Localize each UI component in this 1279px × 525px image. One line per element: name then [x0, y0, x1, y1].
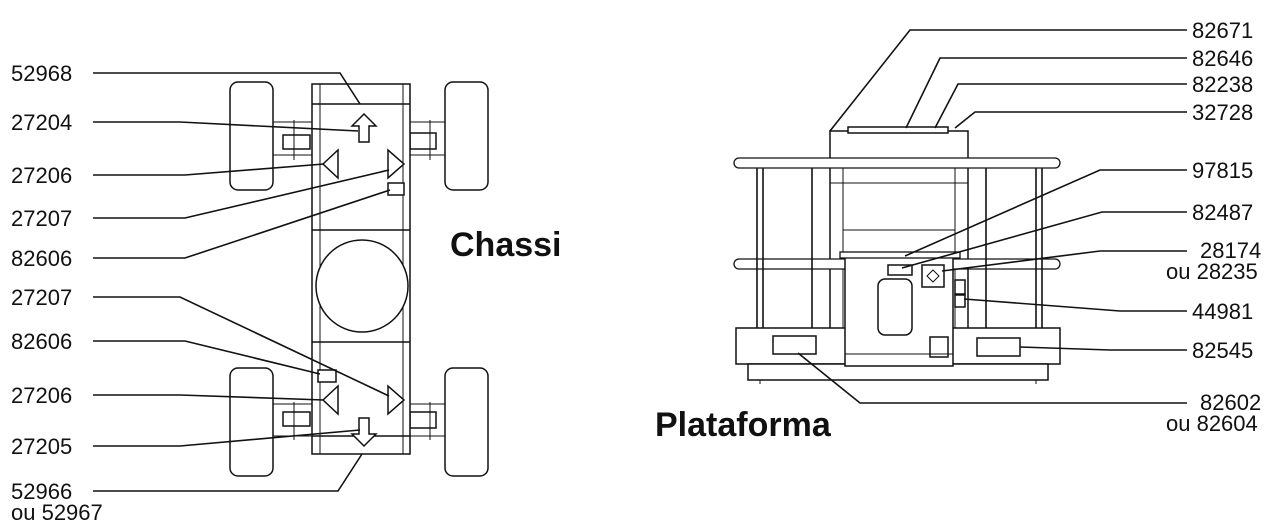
decal-square-top: [387, 182, 405, 196]
callout-82671: 82671: [1192, 18, 1253, 43]
decal-28174: [921, 264, 945, 288]
chassis-wheel-bottom-right: [444, 367, 489, 477]
callout-28235: ou 28235: [1166, 259, 1258, 284]
callout-27206-bottom: 27206: [11, 383, 72, 408]
arrow-up-decal: [350, 112, 378, 143]
decal-82545: [976, 337, 1021, 357]
chassis-wheel-top-left: [229, 81, 274, 191]
platform-top-plate: [847, 126, 949, 134]
callout-82602: 82602: [1200, 390, 1261, 415]
chassis-title: Chassi: [450, 226, 562, 264]
chassis-wheel-top-right: [444, 81, 489, 191]
callout-82606-bottom: 82606: [11, 329, 72, 354]
decal-97815: [887, 264, 913, 276]
callout-44981: 44981: [1192, 299, 1253, 324]
chassis-leaders: [93, 72, 391, 492]
callout-28174: 28174: [1200, 238, 1261, 263]
platform-bracket: [954, 294, 966, 308]
callout-97815: 97815: [1192, 158, 1253, 183]
callout-27207-top: 27207: [11, 206, 72, 231]
arrow-down-decal: [350, 417, 378, 448]
callout-82238: 82238: [1192, 72, 1253, 97]
platform-labels: 82671 82646 82238 32728 97815 82487 2817…: [655, 18, 1261, 444]
callout-27204: 27204: [11, 110, 72, 135]
platform-title: Plataforma: [655, 406, 832, 444]
chassis-turntable: [315, 239, 409, 333]
triangle-left-decal-bottom: [321, 384, 339, 416]
callout-52966: 52966: [11, 479, 72, 504]
platform-drawing: [733, 126, 1061, 384]
chassis-wheel-bottom-left: [229, 367, 274, 477]
triangle-left-decal-top: [321, 148, 339, 180]
callout-52967: ou 52967: [11, 500, 103, 525]
callout-82604: ou 82604: [1166, 411, 1258, 436]
triangle-right-decal-top: [387, 148, 406, 180]
callout-32728: 32728: [1192, 100, 1253, 125]
callout-27205: 27205: [11, 434, 72, 459]
decal-44981: [954, 279, 966, 295]
platform-top-box: [829, 130, 969, 162]
decal-square-bottom: [317, 369, 337, 383]
chassis-labels: 52968 27204 27206 27207 82606 27207 8260…: [11, 61, 562, 525]
platform-leaders: [797, 29, 1187, 404]
chassis-axle-top: [273, 120, 445, 160]
callout-27206-top: 27206: [11, 163, 72, 188]
platform-tank: [877, 278, 913, 336]
platform-knob: [929, 336, 949, 358]
callout-82646: 82646: [1192, 46, 1253, 71]
callout-82545: 82545: [1192, 338, 1253, 363]
decal-82602: [772, 335, 817, 355]
callout-82606-top: 82606: [11, 246, 72, 271]
callout-52968: 52968: [11, 61, 72, 86]
platform-top-rail: [733, 157, 1061, 169]
platform-crossbar: [839, 251, 961, 259]
callout-82487: 82487: [1192, 200, 1253, 225]
callout-27207-bottom: 27207: [11, 285, 72, 310]
triangle-right-decal-bottom: [387, 384, 406, 416]
chassis-drawing: [229, 81, 489, 477]
